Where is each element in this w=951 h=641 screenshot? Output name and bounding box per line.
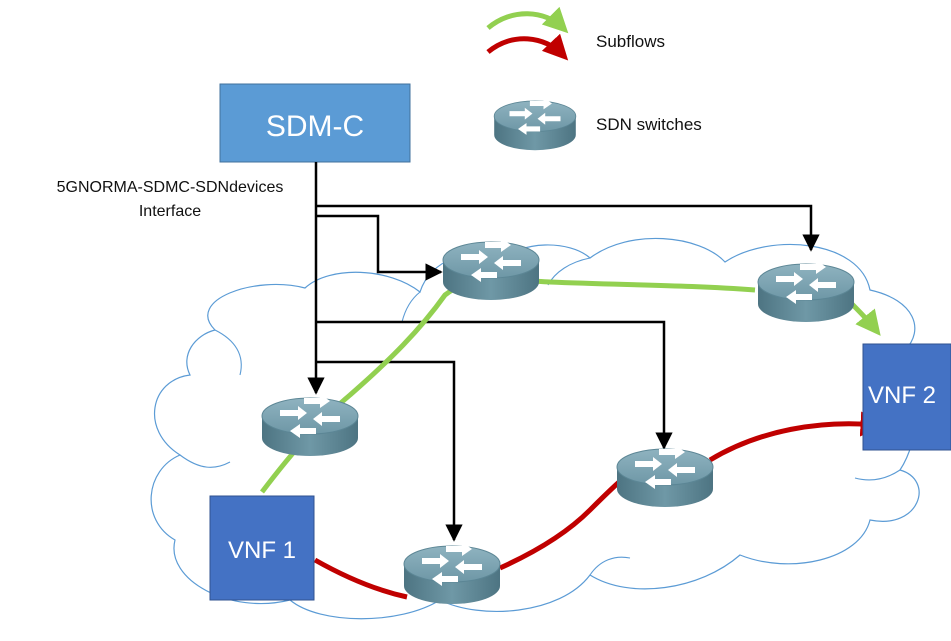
interface-label-line2: Interface bbox=[139, 203, 201, 220]
legend-switch-icon bbox=[493, 97, 577, 151]
legend-green-subflow-arrow bbox=[486, 6, 569, 34]
vnf2-box bbox=[862, 343, 951, 451]
red-subflow bbox=[313, 421, 878, 600]
interface-label-line1: 5GNORMA-SDMC-SDNdevices bbox=[57, 179, 284, 196]
switch-top-middle bbox=[442, 237, 540, 301]
legend-subflows-label: Subflows bbox=[596, 32, 665, 51]
vnf1-label: VNF 1 bbox=[228, 537, 296, 564]
vnf2-label: VNF 2 bbox=[868, 382, 936, 409]
cloud-fold bbox=[214, 329, 242, 376]
sdm-c-box bbox=[219, 83, 411, 163]
cloud-fold bbox=[179, 454, 231, 468]
cloud-fold bbox=[854, 469, 901, 481]
switch-left bbox=[261, 393, 359, 457]
switch-bottom bbox=[403, 541, 501, 605]
control-links bbox=[307, 162, 820, 542]
cloud-fold bbox=[589, 556, 631, 576]
sdm-c-label: SDM-C bbox=[266, 110, 364, 143]
cloud-fold bbox=[401, 291, 421, 323]
switch-right-middle bbox=[616, 444, 714, 508]
vnf1-box bbox=[209, 495, 315, 601]
legend-red-subflow-arrow bbox=[486, 33, 569, 61]
legend-switches-label: SDN switches bbox=[596, 115, 702, 134]
green-subflow-end bbox=[848, 300, 881, 336]
switch-top-right bbox=[757, 259, 855, 323]
